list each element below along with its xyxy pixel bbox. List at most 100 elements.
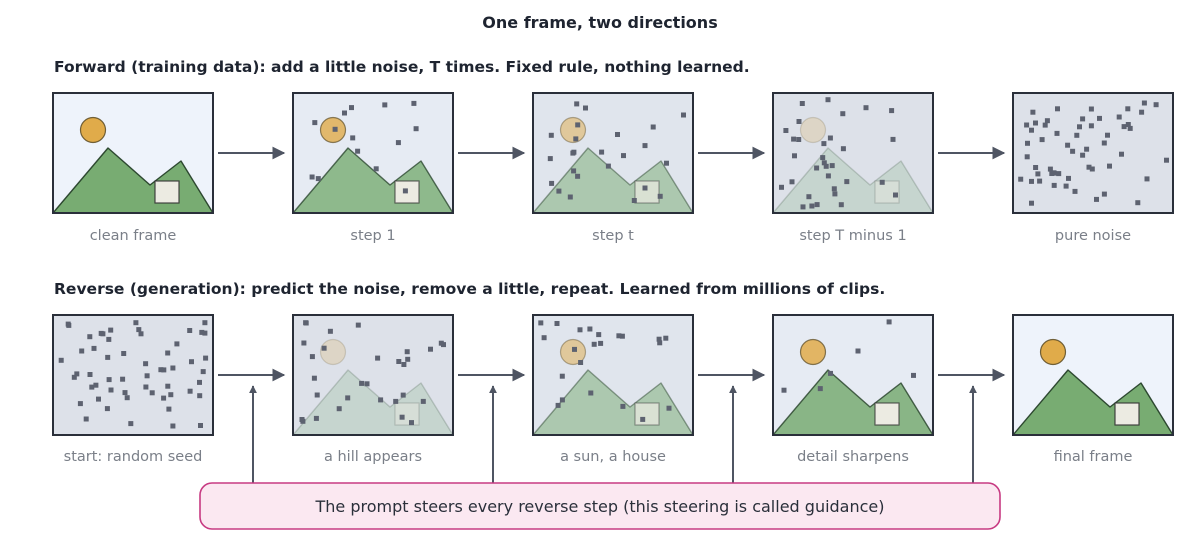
forward-caption: step t xyxy=(592,228,634,244)
forward-caption: pure noise xyxy=(1055,228,1131,244)
noise-speck xyxy=(796,119,802,124)
noise-speck xyxy=(829,163,835,169)
noise-speck xyxy=(197,393,203,399)
noise-speck xyxy=(74,371,80,377)
noise-speck xyxy=(1051,182,1057,188)
noise-speck xyxy=(886,319,892,325)
noise-speck xyxy=(198,423,203,428)
noise-speck xyxy=(106,336,112,342)
noise-speck xyxy=(596,332,602,338)
frame-border xyxy=(292,92,454,214)
forward-caption: clean frame xyxy=(90,228,177,244)
noise-speck xyxy=(800,204,806,210)
frame-border xyxy=(1012,92,1174,214)
noise-speck xyxy=(144,373,150,379)
frame-background xyxy=(773,93,933,213)
noise-speck xyxy=(299,417,305,422)
noise-speck xyxy=(549,180,555,186)
noise-speck xyxy=(83,416,89,422)
noise-speck xyxy=(301,340,307,346)
frame-border xyxy=(292,314,454,436)
noise-speck xyxy=(189,359,194,365)
frame-border xyxy=(532,92,694,214)
noise-speck xyxy=(559,373,565,379)
noise-speck xyxy=(1047,166,1053,172)
house-shape xyxy=(874,402,900,426)
noise-speck xyxy=(165,350,171,356)
noise-speck xyxy=(342,110,347,116)
noise-speck xyxy=(1139,109,1145,115)
house-shape xyxy=(154,180,180,204)
noise-speck xyxy=(814,202,820,208)
noise-speck xyxy=(1070,148,1076,154)
noise-speck xyxy=(838,202,844,208)
noise-speck xyxy=(355,322,361,328)
noise-speck xyxy=(1088,123,1094,129)
noise-speck xyxy=(583,105,588,111)
noise-speck xyxy=(555,402,561,408)
noise-speck xyxy=(400,392,406,398)
reverse-caption: a hill appears xyxy=(324,449,422,465)
noise-speck xyxy=(321,345,327,351)
noise-speck xyxy=(556,188,562,194)
noise-speck xyxy=(327,328,333,334)
forward-frame-clean xyxy=(52,92,214,214)
noise-speck xyxy=(311,375,317,381)
noise-speck xyxy=(373,166,379,172)
sun-shape xyxy=(319,338,347,366)
noise-speck xyxy=(1024,122,1030,128)
noise-speck xyxy=(312,120,318,126)
noise-speck xyxy=(814,165,820,171)
noise-speck xyxy=(1141,100,1147,106)
noise-speck xyxy=(1072,188,1078,194)
noise-speck xyxy=(1025,140,1030,146)
noise-speck xyxy=(120,376,126,382)
noise-speck xyxy=(199,329,205,335)
noise-speck xyxy=(121,351,127,356)
noise-speck xyxy=(402,188,408,194)
noise-speck xyxy=(332,126,338,132)
noise-speck xyxy=(1024,154,1030,160)
noise-speck xyxy=(666,405,672,411)
noise-speck xyxy=(890,136,896,142)
forward-frame-step-1 xyxy=(292,92,454,214)
noise-speck xyxy=(605,163,611,169)
noise-speck xyxy=(1088,106,1094,112)
noise-speck xyxy=(420,398,426,404)
noise-speck xyxy=(58,357,64,363)
noise-speck xyxy=(1029,178,1034,184)
reverse-caption: detail sharpens xyxy=(797,449,909,465)
noise-speck xyxy=(303,320,309,326)
noise-speck xyxy=(779,184,784,190)
noise-speck xyxy=(108,387,114,393)
guidance-arrows xyxy=(249,385,977,483)
noise-speck xyxy=(855,348,861,354)
noise-speck xyxy=(355,148,361,154)
noise-speck xyxy=(631,198,637,203)
noise-speck xyxy=(174,341,180,347)
guidance-box xyxy=(199,482,1001,530)
noise-speck xyxy=(1030,109,1036,115)
noise-speck xyxy=(547,156,553,162)
noise-speck xyxy=(657,193,663,199)
noise-speck xyxy=(1035,171,1041,177)
noise-speck xyxy=(315,176,321,182)
frame-border xyxy=(532,314,694,436)
noise-speck xyxy=(401,362,407,367)
noise-speck xyxy=(1105,132,1110,138)
noise-speck xyxy=(587,326,593,332)
noise-speck xyxy=(1039,137,1045,143)
noise-speck xyxy=(143,361,149,367)
noise-speck xyxy=(567,194,573,200)
noise-speck xyxy=(158,367,164,373)
noise-speck xyxy=(405,356,411,362)
frame-border xyxy=(1012,314,1174,436)
house-shape xyxy=(1114,402,1140,426)
noise-speck xyxy=(187,328,193,333)
reverse-frame-hill-appears xyxy=(292,314,454,436)
noise-speck xyxy=(1074,132,1080,138)
noise-speck xyxy=(404,349,410,355)
noise-speck xyxy=(122,390,128,396)
sun-shape xyxy=(559,338,587,366)
noise-speck xyxy=(138,331,144,337)
